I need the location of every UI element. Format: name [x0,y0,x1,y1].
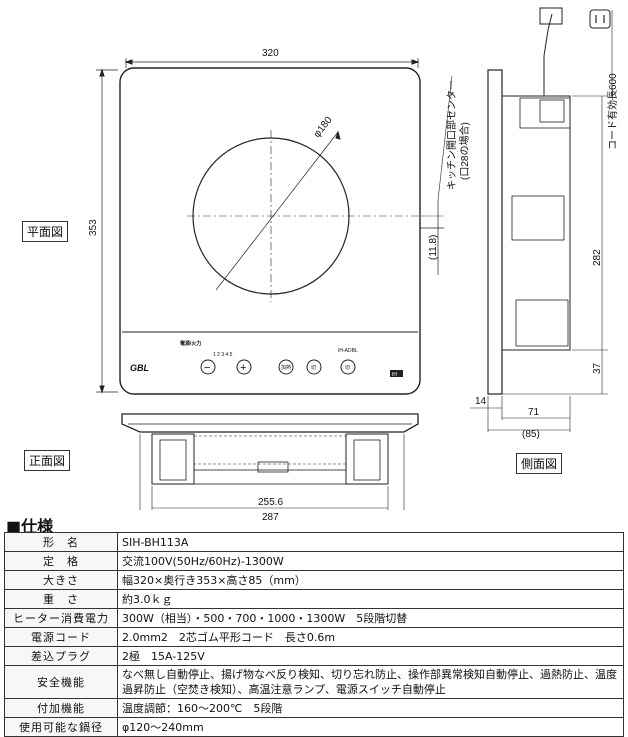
off-label-2: 切 [345,364,350,371]
power-scale: 1 2 3 4 5 [213,352,233,358]
front-outer-dimension: 287 [262,512,279,523]
spec-key: 差込プラグ [4,646,118,666]
side-dimensions: 282 37 14 71 (85) コード有効長600 [475,73,619,440]
spec-key: 安全機能 [4,665,118,699]
plus-button [236,359,252,375]
minus-icon: − [204,362,210,374]
spec-key: 形 名 [4,532,118,552]
power-label: 電源/火力 [180,340,201,347]
spec-value: 2.0mm2 2芯ゴム平形コード 長さ0.6m [117,627,624,647]
model-mark: IH-ADBL [338,348,358,354]
spec-key: 大きさ [4,570,118,590]
plan-view-label: 平面図 [22,221,69,242]
side-view-label: 側面図 [516,453,563,474]
side-base-dimension: 37 [592,362,603,374]
spec-key: 電源コード [4,627,118,647]
spec-key: 重 さ [4,589,118,609]
plan-view [96,58,453,395]
off-button-2 [340,359,356,375]
spec-value: SIH-BH113A [117,532,624,552]
heat-label: 加熱 [281,364,291,371]
spec-row: 定 格交流100V(50Hz/60Hz)-1300W [4,551,624,571]
plus-icon: + [240,362,246,374]
spec-value: 2極 15A-125V [117,646,624,666]
spec-value: 300W（相当）・500・700・1000・1300W 5段階切替 [117,608,624,628]
side-14-dimension: 14 [475,396,487,407]
plug [539,7,563,25]
offset-dimension: (11.8) [428,235,439,260]
kitchen-center-label: キッチン開口部センター [445,80,458,190]
off-label-1: 切 [311,364,316,371]
spec-row: 安全機能なべ無し自動停止、揚げ物なべ反り検知、切り忘れ防止、操作部異常検知自動停… [4,665,624,699]
spec-heading: ■仕様 [6,517,54,536]
ih-badge: IH [392,372,397,378]
plug-face [589,9,611,29]
spec-row: 重 さ約3.0ｋｇ [4,589,624,609]
spec-value: なべ無し自動停止、揚げ物なべ反り検知、切り忘れ防止、操作部異常検知自動停止、過熱… [117,665,624,699]
width-dimension: 320 [262,48,279,59]
spec-row: 大きさ幅320×奥行き353×高さ85（mm） [4,570,624,590]
depth-dimension: 353 [88,219,99,236]
spec-key: 使用可能な鍋径 [4,717,118,737]
side-85-dimension: (85) [522,429,540,440]
spec-key: ヒーター消費電力 [4,608,118,628]
spec-row: 付加機能温度調節：160～200℃ 5段階 [4,698,624,718]
off-button-1 [306,359,322,375]
panel-markings: GBL 電源/火力 1 2 3 4 5 − + 加熱 切 切 IH-ADBL I… [130,340,403,378]
kitchen-center-sub: (口28の場合) [458,122,471,180]
front-inner-dimension: 255.6 [258,497,283,508]
burner-dimension: φ180 [312,114,335,139]
brand-logo: GBL [130,363,149,373]
spec-key: 定 格 [4,551,118,571]
spec-value: φ120～240mm [117,717,624,737]
front-view [121,413,419,510]
spec-value: 交流100V(50Hz/60Hz)-1300W [117,551,624,571]
spec-key: 付加機能 [4,698,118,718]
front-view-label: 正面図 [24,450,71,471]
cord-length-label: コード有効長600 [606,73,619,150]
spec-value: 温度調節：160～200℃ 5段階 [117,698,624,718]
plan-dimensions: 320 353 φ180 (11.8) キッチン開口部センター (口28の場合) [88,48,471,260]
spec-value: 幅320×奥行き353×高さ85（mm） [117,570,624,590]
side-71-dimension: 71 [528,407,540,418]
minus-button [200,359,216,375]
cooktop-body [119,67,421,395]
technical-drawing: GBL 電源/火力 1 2 3 4 5 − + 加熱 切 切 IH-ADBL I… [88,7,619,510]
heat-button [278,359,294,375]
side-height-dimension: 282 [592,249,603,266]
spec-value: 約3.0ｋｇ [117,589,624,609]
side-view [470,7,613,432]
